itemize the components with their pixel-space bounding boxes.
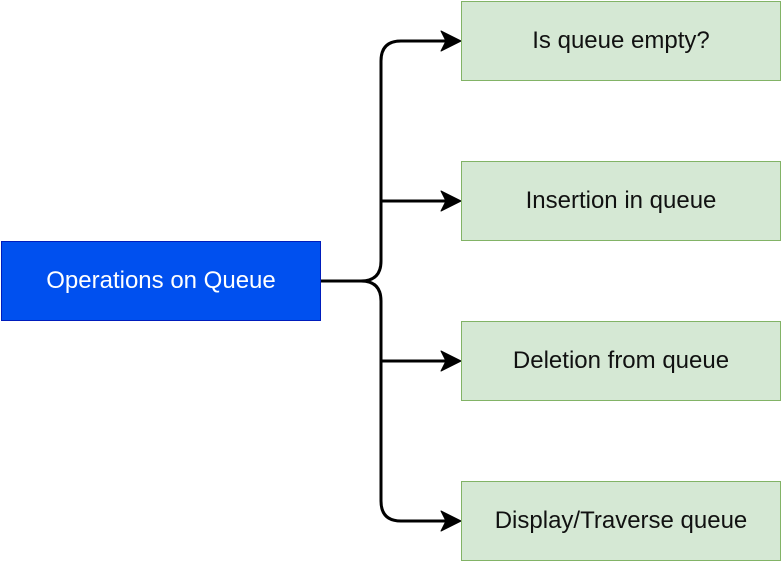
arrowhead-4 [440, 510, 462, 532]
arrowhead-2 [440, 190, 462, 212]
child-node-is-queue-empty: Is queue empty? [461, 1, 781, 81]
brace-lower-line [359, 279, 448, 523]
root-node-label: Operations on Queue [46, 267, 276, 294]
arrowhead-3 [440, 350, 462, 372]
arrowhead-1 [440, 30, 462, 52]
root-node-operations-on-queue: Operations on Queue [1, 241, 321, 321]
child-node-insertion: Insertion in queue [461, 161, 781, 241]
child-node-label: Insertion in queue [525, 187, 717, 214]
child-node-label: Is queue empty? [532, 27, 710, 54]
child-node-deletion: Deletion from queue [461, 321, 781, 401]
child-node-label: Deletion from queue [512, 347, 730, 374]
child-node-display-traverse: Display/Traverse queue [461, 481, 781, 561]
brace-upper-line [359, 39, 448, 283]
child-node-label: Display/Traverse queue [494, 507, 748, 534]
